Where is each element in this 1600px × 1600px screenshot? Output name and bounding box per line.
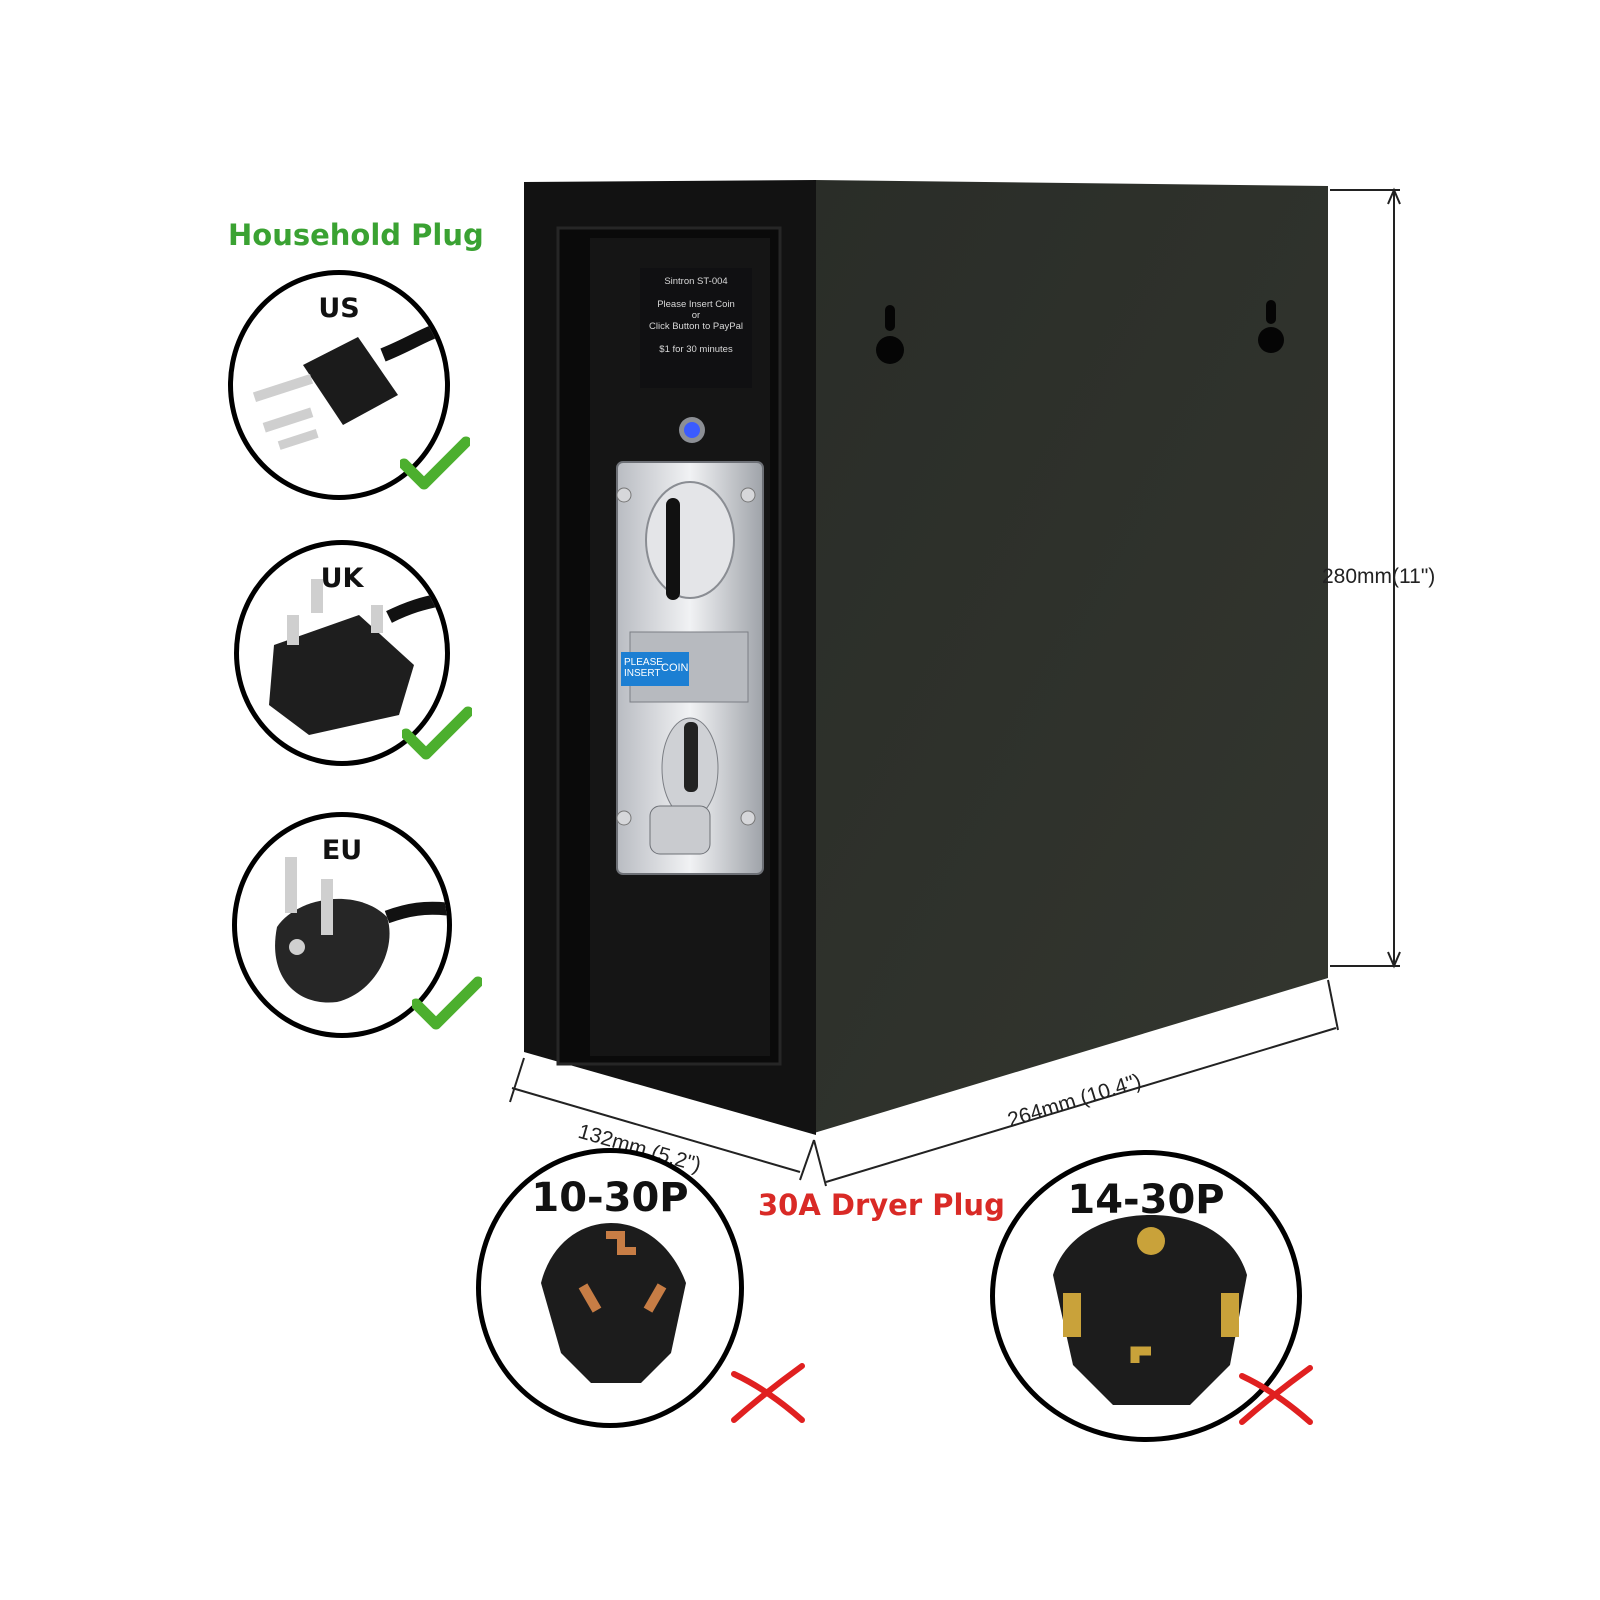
red-cross-icon xyxy=(1239,1365,1313,1425)
lcd-line-or: or xyxy=(691,310,701,321)
status-led-button xyxy=(679,417,705,443)
depth-dimension-line xyxy=(509,1057,815,1181)
dryer-plug-heading: 30A Dryer Plug xyxy=(758,1188,1005,1222)
plug-label-10-30p: 10-30P xyxy=(531,1175,689,1221)
plug-label-uk: UK xyxy=(320,563,364,594)
eu-plug-icon xyxy=(275,857,447,1003)
household-plug-heading: Household Plug xyxy=(228,218,484,252)
plug-label-eu: EU xyxy=(321,835,363,866)
plug-card-10-30p: 10-30P xyxy=(476,1148,744,1428)
14-30p-plug-icon xyxy=(1053,1215,1247,1405)
width-dimension-line xyxy=(813,979,1339,1187)
keyhole-mount-right xyxy=(1258,300,1284,353)
box-side-panel xyxy=(814,180,1328,1133)
green-check-icon xyxy=(400,436,470,490)
lcd-display: Sintron ST-004 Please Insert Coin or Cli… xyxy=(640,268,752,388)
height-dimension-line xyxy=(1330,187,1401,969)
sign-line-insert: INSERT xyxy=(624,668,661,679)
keyhole-mount-left xyxy=(876,305,904,364)
plug-card-us: US xyxy=(228,270,450,500)
plug-label-us: US xyxy=(318,293,360,324)
lcd-line-price: $1 for 30 minutes xyxy=(659,344,733,355)
sign-line-please: PLEASE xyxy=(624,657,663,668)
red-cross-icon xyxy=(731,1363,805,1423)
lcd-line-insert-coin: Please Insert Coin xyxy=(657,299,735,310)
lcd-line-paypal: Click Button to PayPal xyxy=(649,321,743,332)
us-plug-icon xyxy=(252,323,441,450)
uk-plug-icon xyxy=(269,579,441,735)
sign-word-coin: COIN xyxy=(661,662,689,674)
height-dimension-label: 280mm(11") xyxy=(1322,565,1436,588)
green-check-icon xyxy=(412,976,482,1030)
plug-card-uk: UK xyxy=(234,540,450,766)
plug-card-eu: EU xyxy=(232,812,452,1038)
lcd-model: Sintron ST-004 xyxy=(664,276,728,287)
coin-return-slot xyxy=(684,722,698,792)
coin-slot xyxy=(666,498,680,600)
10-30p-plug-icon xyxy=(541,1223,686,1383)
insert-coin-sign: PLEASE INSERT COIN xyxy=(621,652,689,686)
green-check-icon xyxy=(402,706,472,760)
plug-card-14-30p: 14-30P xyxy=(990,1150,1302,1442)
